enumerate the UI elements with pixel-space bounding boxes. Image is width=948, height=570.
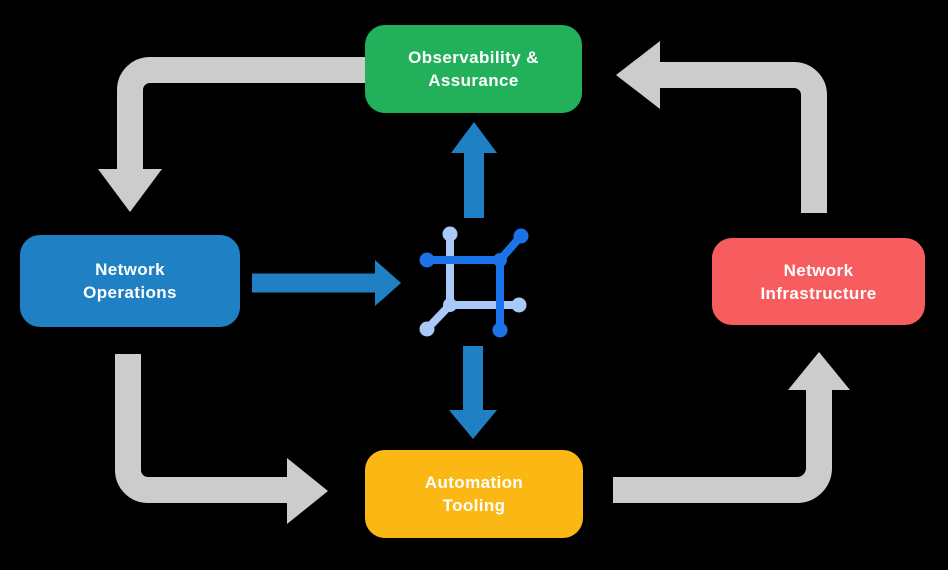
arrow-shaft	[117, 57, 366, 170]
node-label: Network Infrastructure	[760, 260, 877, 303]
flow-arrow-hub-to-observability	[451, 122, 497, 218]
arrowhead-left-icon	[616, 41, 660, 109]
flow-arrow-operations-to-hub	[252, 260, 401, 306]
arrowhead-right-icon	[375, 260, 401, 306]
cycle-arrow-operations-to-automation	[115, 354, 328, 524]
icon-dark-nodes	[419, 228, 529, 338]
arrowhead-down-icon	[449, 410, 497, 439]
node-network-operations: Network Operations	[20, 235, 240, 327]
arrowhead-right-icon	[287, 458, 328, 524]
node-network-infrastructure: Network Infrastructure	[712, 238, 925, 325]
cycle-arrow-automation-to-infrastructure	[613, 352, 850, 503]
node-observability-assurance: Observability & Assurance	[365, 25, 582, 113]
node-label: Observability & Assurance	[408, 48, 539, 90]
node-label: Automation Tooling	[424, 473, 524, 515]
arrowhead-up-icon	[788, 352, 850, 390]
arrow-shaft	[115, 354, 288, 503]
network-fabric-icon	[419, 226, 529, 338]
arrow-shaft	[613, 389, 832, 503]
cycle-arrow-infrastructure-to-observability	[616, 41, 827, 213]
arrow-shaft	[659, 62, 827, 213]
arrowhead-up-icon	[451, 122, 497, 153]
node-automation-tooling: Automation Tooling	[365, 450, 583, 538]
flow-arrow-hub-to-automation	[449, 346, 497, 439]
cycle-arrow-observability-to-operations	[98, 57, 366, 212]
arrowhead-down-icon	[98, 169, 162, 212]
node-label: Network Operations	[83, 260, 177, 302]
